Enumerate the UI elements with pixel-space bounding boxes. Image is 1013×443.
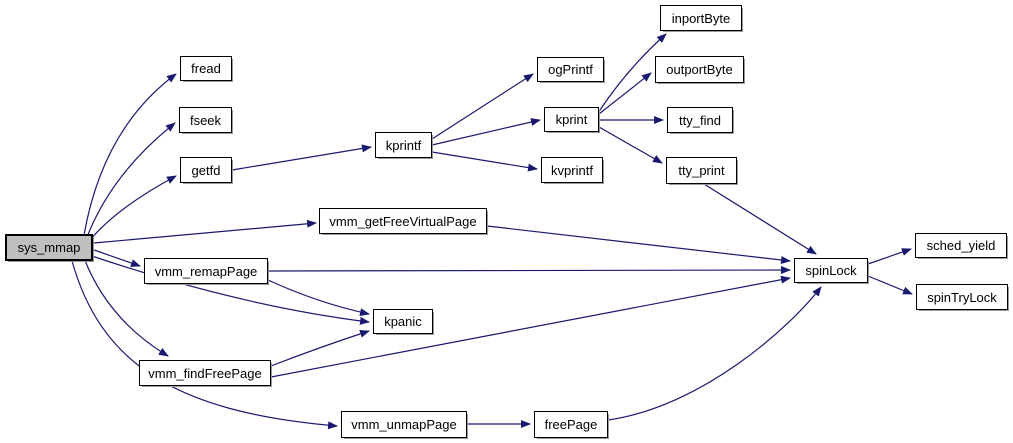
edge-kprintf-to-kvprintf	[431, 151, 538, 172]
edge-vmm_remapPage-to-kpanic	[267, 279, 370, 317]
edge-spinLock-to-sched_yield	[867, 248, 912, 265]
graph-node-vmm_findFreePage[interactable]: vmm_findFreePage	[139, 360, 271, 386]
edge-sys_mmap-to-fread	[83, 73, 177, 236]
graph-node-tty_find[interactable]: tty_find	[667, 107, 733, 133]
graph-node-sched_yield[interactable]: sched_yield	[915, 233, 1007, 258]
edge-spinLock-to-spinTryLock	[867, 275, 913, 295]
edge-vmm_remapPage-to-spinLock	[267, 266, 791, 275]
graph-node-ogPrintf[interactable]: ogPrintf	[537, 57, 604, 82]
edge-kprintf-to-ogPrintf	[431, 73, 534, 140]
graph-node-freePage[interactable]: freePage	[534, 411, 608, 438]
edge-kprint-to-tty_print	[598, 126, 663, 164]
graph-node-spinLock[interactable]: spinLock	[794, 258, 868, 283]
graph-node-kpanic[interactable]: kpanic	[373, 309, 433, 334]
edge-vmm_findFreePage-to-kpanic	[270, 329, 370, 367]
graph-node-inportByte[interactable]: inportByte	[660, 5, 742, 31]
edge-freePage-to-spinLock	[607, 286, 822, 421]
graph-node-getfd[interactable]: getfd	[180, 157, 232, 183]
edge-sys_mmap-to-fseek	[86, 122, 176, 238]
graph-node-kvprintf[interactable]: kvprintf	[541, 157, 603, 183]
graph-node-kprint[interactable]: kprint	[544, 107, 599, 132]
graph-node-sys_mmap: sys_mmap	[5, 234, 93, 261]
edge-sys_mmap-to-vmm_unmapPage	[71, 260, 338, 430]
graph-node-vmm_remapPage[interactable]: vmm_remapPage	[144, 258, 268, 284]
graph-node-kprintf[interactable]: kprintf	[375, 132, 432, 158]
edge-sys_mmap-to-vmm_remapPage	[93, 249, 141, 267]
edge-getfd-to-kprintf	[231, 144, 372, 171]
graph-node-fseek[interactable]: fseek	[179, 107, 232, 133]
edge-sys_mmap-to-getfd	[89, 175, 177, 241]
edge-sys_mmap-to-vmm_getFreeVirtualPage	[93, 219, 317, 244]
edge-kprint-to-outportByte	[598, 72, 652, 115]
edge-tty_print-to-spinLock	[703, 183, 817, 255]
graph-node-vmm_getFreeVirtualPage[interactable]: vmm_getFreeVirtualPage	[319, 208, 487, 234]
edge-vmm_getFreeVirtualPage-to-spinLock	[486, 225, 791, 264]
graph-node-tty_print[interactable]: tty_print	[666, 157, 737, 184]
graph-node-vmm_unmapPage[interactable]: vmm_unmapPage	[341, 411, 467, 438]
edge-kprintf-to-kprint	[431, 118, 541, 146]
graph-node-fread[interactable]: fread	[180, 56, 232, 81]
graph-node-spinTryLock[interactable]: spinTryLock	[916, 284, 1008, 310]
graph-node-outportByte[interactable]: outportByte	[655, 56, 744, 83]
edge-vmm_findFreePage-to-spinLock	[270, 275, 791, 378]
